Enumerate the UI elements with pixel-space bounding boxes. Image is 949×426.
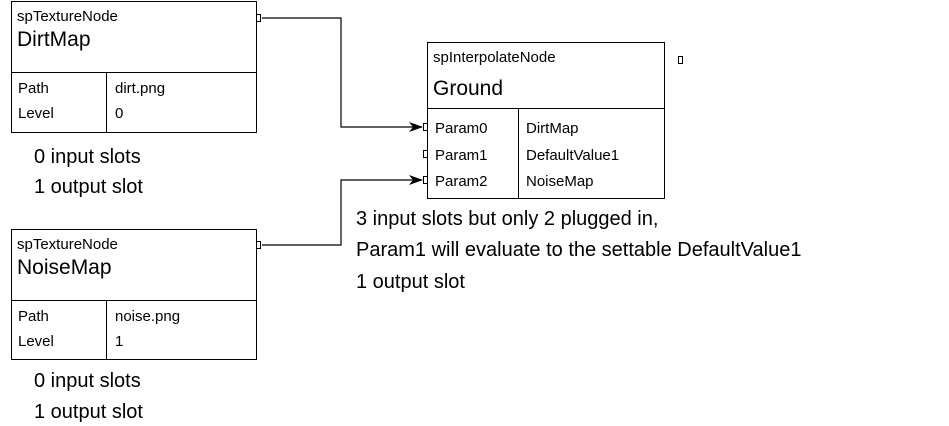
node-type-label: spTextureNode <box>17 8 118 25</box>
dirtmap-caption-outputs: 1 output slot <box>34 176 143 198</box>
dirtmap-caption-inputs: 0 input slots <box>34 146 141 168</box>
property-value-level: 0 <box>115 105 124 122</box>
node-name-label: DirtMap <box>17 28 91 51</box>
ground-node[interactable]: spInterpolateNode Ground Param0 DirtMap … <box>427 42 665 199</box>
property-value-level: 1 <box>115 333 124 350</box>
node-divider <box>428 108 664 109</box>
param0-input-port[interactable] <box>423 123 428 131</box>
dirtmap-output-port[interactable] <box>256 14 261 22</box>
property-key-path: Path <box>18 80 49 97</box>
node-type-label: spInterpolateNode <box>433 49 556 66</box>
property-key-level: Level <box>18 333 54 350</box>
param1-input-port[interactable] <box>423 150 428 158</box>
ground-caption-line3: 1 output slot <box>356 271 465 293</box>
node-divider <box>12 72 256 73</box>
node-column-divider <box>106 300 107 359</box>
dirtmap-node[interactable]: spTextureNode DirtMap Path dirt.png Leve… <box>11 1 257 133</box>
property-value-path: dirt.png <box>115 80 166 97</box>
param1-value: DefaultValue1 <box>526 147 620 164</box>
node-name-label: NoiseMap <box>17 256 112 279</box>
ground-caption-line1: 3 input slots but only 2 plugged in, <box>356 208 659 230</box>
property-key-path: Path <box>18 308 49 325</box>
node-divider <box>12 300 256 301</box>
node-column-divider <box>106 72 107 132</box>
wire-dirtmap-to-param0 <box>262 17 423 132</box>
param2-label: Param2 <box>435 173 488 190</box>
wire-noisemap-to-param2 <box>262 175 423 246</box>
noisemap-caption-inputs: 0 input slots <box>34 370 141 392</box>
param0-value: DirtMap <box>526 120 579 137</box>
param2-input-port[interactable] <box>423 176 428 184</box>
ground-output-port[interactable] <box>678 56 683 64</box>
param2-value: NoiseMap <box>526 173 594 190</box>
param0-label: Param0 <box>435 120 488 137</box>
param1-label: Param1 <box>435 147 488 164</box>
noisemap-output-port[interactable] <box>256 241 261 249</box>
ground-caption-line2: Param1 will evaluate to the settable Def… <box>356 239 802 261</box>
node-name-label: Ground <box>433 77 504 100</box>
noisemap-node[interactable]: spTextureNode NoiseMap Path noise.png Le… <box>11 229 257 360</box>
property-value-path: noise.png <box>115 308 181 325</box>
noisemap-caption-outputs: 1 output slot <box>34 401 143 423</box>
property-key-level: Level <box>18 105 54 122</box>
node-column-divider <box>518 108 519 198</box>
node-type-label: spTextureNode <box>17 236 118 253</box>
